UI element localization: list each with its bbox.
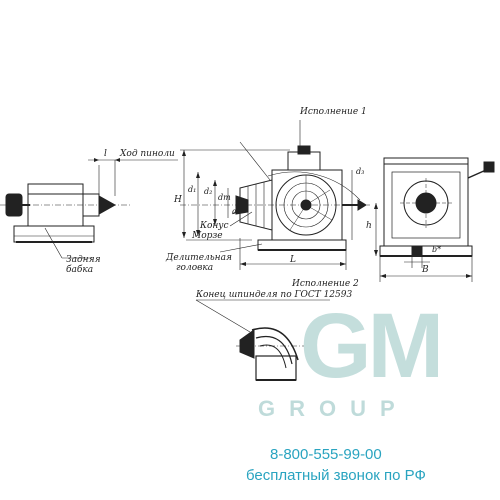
- label-d3: d₃: [356, 167, 365, 176]
- label-dt: dт: [218, 193, 231, 202]
- label-version-1: Исполнение 1: [300, 107, 367, 117]
- tailstock-drawing: [0, 158, 178, 259]
- phone-number[interactable]: 8-800-555-99-00: [270, 446, 382, 463]
- watermark-logo: GM: [300, 295, 444, 397]
- label-H: H: [174, 195, 182, 205]
- label-dividing-head-1: Делительная: [166, 253, 232, 263]
- label-B: B: [422, 265, 429, 275]
- label-l: l: [104, 149, 107, 159]
- label-cone: Конус: [200, 221, 229, 231]
- free-call-tagline: бесплатный звонок по РФ: [246, 467, 426, 484]
- label-version-2: Исполнение 2: [292, 279, 359, 289]
- label-spindle-end: Конец шпинделя по ГОСТ 12593: [196, 290, 353, 300]
- dividing-head-drawing: [180, 120, 370, 270]
- label-b: b*: [432, 245, 442, 254]
- label-alpha: α: [232, 207, 238, 216]
- label-d2: d₂: [204, 187, 213, 196]
- label-tailstock-1: Задняя: [66, 255, 101, 265]
- spindle-end-detail: [195, 299, 330, 381]
- label-tailstock-2: бабка: [66, 265, 94, 275]
- label-d1: d₁: [188, 185, 197, 194]
- label-dividing-head-2: головка: [176, 263, 214, 273]
- label-h: h: [366, 221, 372, 231]
- side-view-drawing: [374, 157, 495, 282]
- label-morse: Морзе: [192, 231, 223, 241]
- label-quill-travel: Ход пиноли: [120, 149, 175, 159]
- watermark-subtitle: GROUP: [258, 396, 409, 421]
- label-L: L: [290, 255, 296, 265]
